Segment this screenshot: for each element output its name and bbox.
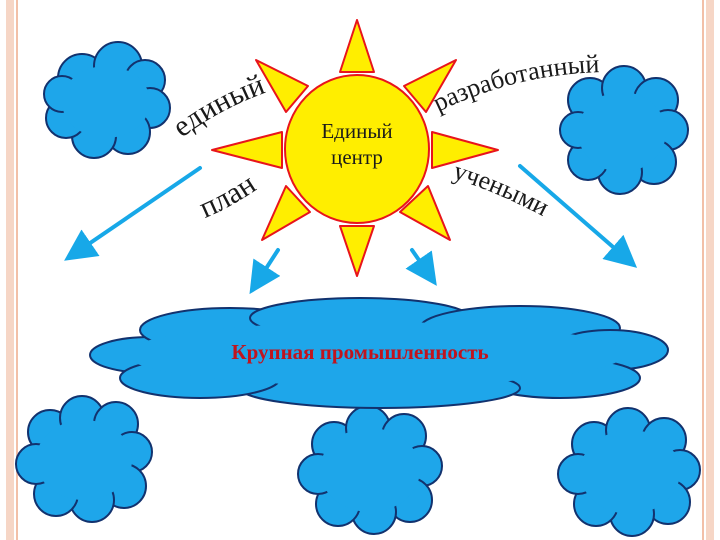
cloud-top-left xyxy=(43,41,171,159)
sun-ray-top-right xyxy=(403,59,457,113)
banner-cloud xyxy=(89,297,669,409)
cloud-bottom-right xyxy=(557,407,701,537)
sun-disc xyxy=(284,74,430,224)
cloud-top-right xyxy=(559,65,689,195)
word-bottom-right: учеными xyxy=(450,156,554,222)
sun-ray-right xyxy=(431,131,499,169)
arrow-right xyxy=(405,248,437,286)
sun-ray-top-left xyxy=(255,59,309,113)
sun-ray-bottom xyxy=(339,225,375,277)
word-top-left: единый xyxy=(166,68,269,144)
banner-label: Крупная промышленность xyxy=(231,340,489,364)
sun-ray-left xyxy=(211,131,283,169)
sun-label-line1: Единый xyxy=(321,119,393,143)
sun-label: Единый центр xyxy=(290,118,424,170)
arrow-left xyxy=(249,248,281,295)
sun-label-line2: центр xyxy=(331,145,383,169)
arrow-far-left xyxy=(64,166,202,261)
sun-ray-bottom-right xyxy=(399,185,451,241)
sun-rays xyxy=(211,19,499,277)
arrow-far-right xyxy=(518,164,638,268)
cloud-bottom-middle xyxy=(297,405,443,535)
sun-ray-bottom-left xyxy=(261,185,311,241)
cloud-bottom-left xyxy=(15,395,153,523)
word-bottom-left: план xyxy=(194,167,261,224)
sun-ray-top xyxy=(339,19,375,73)
